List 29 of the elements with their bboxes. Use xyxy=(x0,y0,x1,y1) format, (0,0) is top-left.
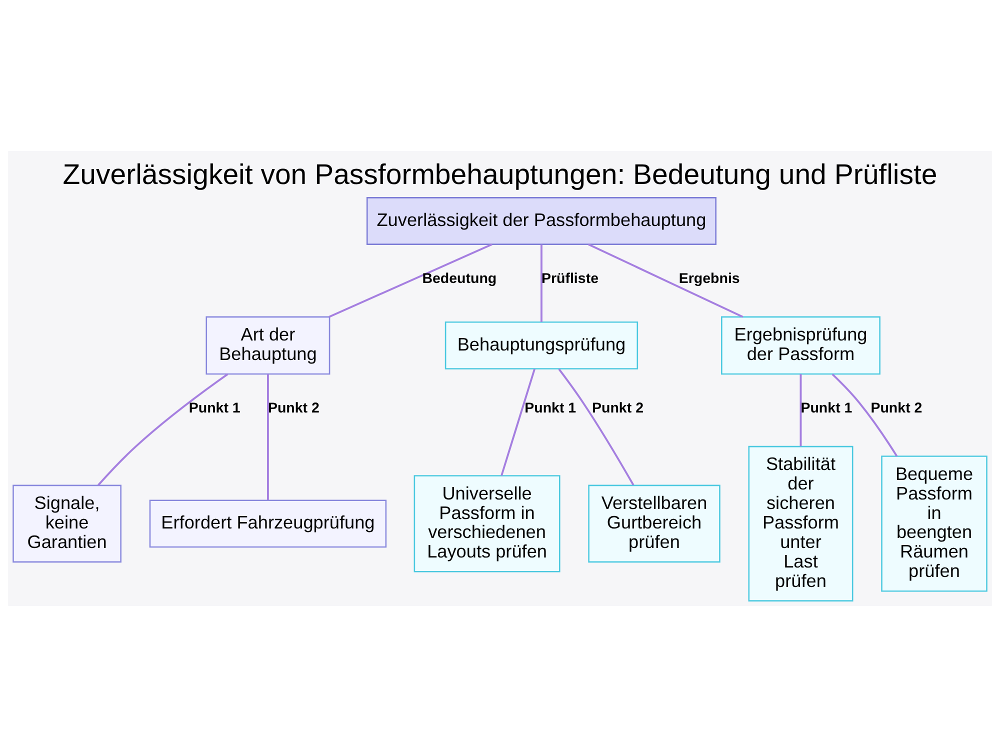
edge-label: Punkt 1 xyxy=(524,400,576,416)
connector xyxy=(328,242,492,318)
connector xyxy=(558,368,634,486)
node-box: Behauptungsprüfung xyxy=(444,320,638,369)
connector xyxy=(540,244,542,322)
edge-label: Bedeutung xyxy=(422,270,497,286)
node-box: Stabilität der sicheren Passform unter Last prüfen xyxy=(748,445,854,601)
edge-label: Punkt 1 xyxy=(188,400,240,416)
node-box: Ergebnisprüfung der Passform xyxy=(721,316,880,374)
connector xyxy=(588,242,744,318)
node-box: Signale, keine Garantien xyxy=(12,484,122,562)
connector xyxy=(500,368,536,476)
edge-label: Prüfliste xyxy=(541,270,598,286)
node-box: Verstellbaren Gurtbereich prüfen xyxy=(588,484,720,562)
connector xyxy=(832,373,898,456)
node-box: Universelle Passform in verschiedenen Layouts prüfen xyxy=(414,474,560,572)
edge-label: Punkt 2 xyxy=(870,400,922,416)
node-box: Bequeme Passform in beengten Räumen prüfen xyxy=(881,455,988,592)
edge-label: Punkt 1 xyxy=(800,400,852,416)
node-box: Erfordert Fahrzeugprüfung xyxy=(149,499,387,548)
connector xyxy=(267,374,269,500)
diagram-title: Zuverlässigkeit von Passformbehauptungen: Bedeutung und Prüfliste xyxy=(62,158,938,191)
edge-label: Punkt 2 xyxy=(268,400,320,416)
edge-label: Ergebnis xyxy=(678,270,740,286)
connector xyxy=(97,372,228,486)
node-box: Art der Behauptung xyxy=(206,316,330,374)
connector xyxy=(800,374,802,446)
edge-label: Punkt 2 xyxy=(592,400,644,416)
node-box: Zuverlässigkeit der Passformbehauptung xyxy=(366,196,716,244)
